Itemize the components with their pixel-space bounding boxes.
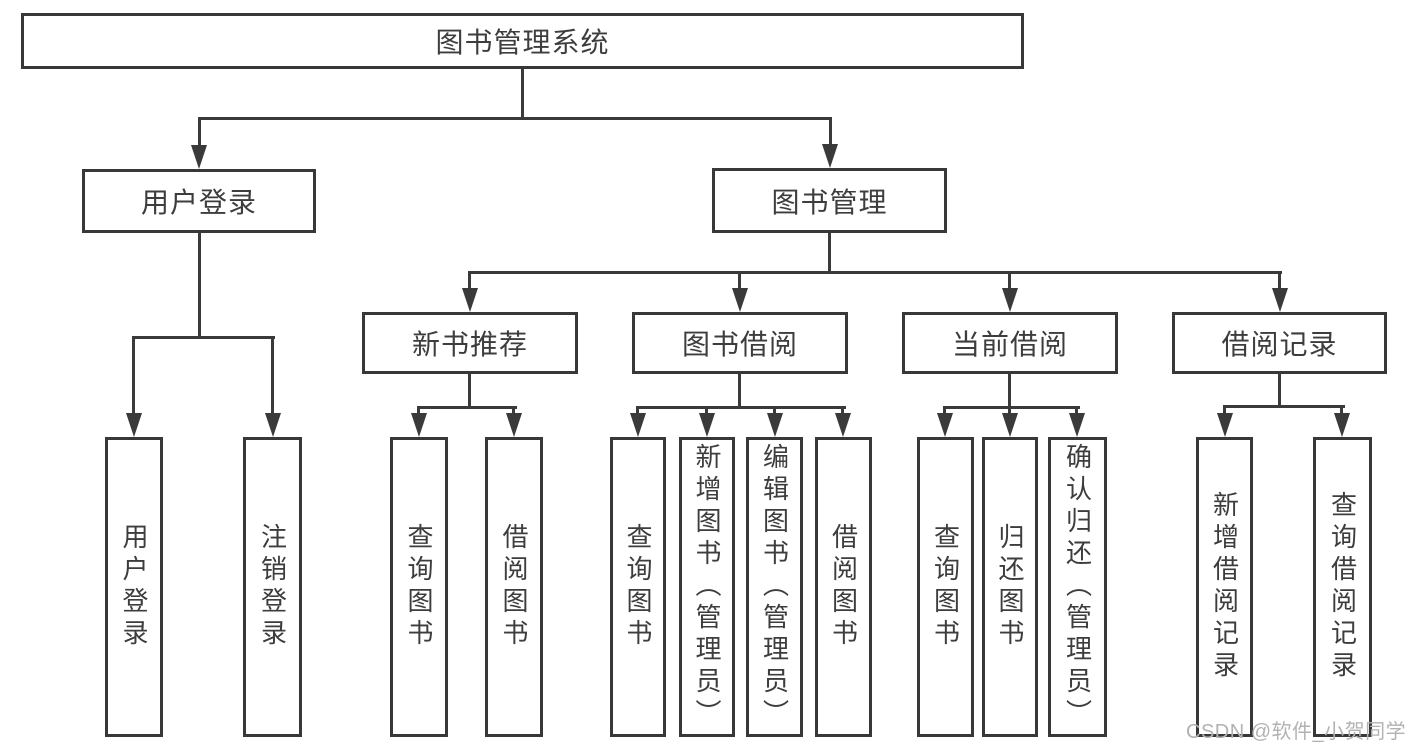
leaf-user-login-label: 用户登录 (119, 523, 149, 651)
node-book-borrow: 图书借阅 (632, 312, 848, 374)
connector-drop-user-login (198, 117, 201, 147)
node-borrow-records-label: 借阅记录 (1221, 329, 1338, 360)
leaf-cb-return-books: 归还图书 (982, 437, 1038, 737)
leaf-bb-query-books: 查询图书 (610, 437, 666, 737)
connector-drop-nb-query (417, 406, 420, 416)
connector-book-borrow-bar (636, 406, 846, 409)
leaf-logout: 注销登录 (243, 437, 302, 737)
node-user-login: 用户登录 (82, 169, 316, 233)
arrowhead-book-management (822, 144, 838, 168)
connector-root-stem (521, 69, 524, 118)
arrowhead-bb-add (699, 413, 715, 437)
connector-drop-bb-edit (773, 406, 776, 416)
connector-drop-leaf-logout (271, 336, 274, 415)
connector-root-bar (198, 117, 832, 120)
connector-borrow-records-bar (1223, 405, 1345, 408)
csdn-watermark: CSDN @软件_小贺同学 (1186, 721, 1405, 743)
connector-drop-cb-confirm (1075, 406, 1078, 416)
connector-book-borrow-stem (738, 374, 741, 409)
leaf-bb-add-books-admin: 新增图书（管理员） (679, 437, 735, 737)
node-book-management: 图书管理 (712, 168, 947, 233)
connector-drop-book-management (829, 117, 832, 147)
arrowhead-bb-borrow (835, 413, 851, 437)
leaf-bb-borrow-books-label: 借阅图书 (828, 523, 859, 651)
connector-borrow-records-stem (1278, 374, 1281, 408)
arrowhead-br-add (1217, 413, 1233, 437)
arrowhead-new-book (462, 288, 478, 312)
leaf-bb-edit-books-admin: 编辑图书（管理员） (746, 437, 803, 737)
leaf-br-query-record: 查询借阅记录 (1313, 437, 1372, 737)
connector-drop-cb-query (943, 406, 946, 416)
leaf-user-login: 用户登录 (105, 437, 163, 737)
leaf-nb-query-books-label: 查询图书 (404, 523, 434, 651)
leaf-logout-label: 注销登录 (257, 523, 288, 651)
node-new-book-recommend: 新书推荐 (362, 312, 578, 374)
node-user-login-label: 用户登录 (140, 187, 257, 218)
connector-drop-new-book (468, 271, 471, 290)
leaf-bb-edit-books-admin-label: 编辑图书（管理员） (759, 443, 790, 731)
arrowhead-book-borrow (732, 288, 748, 312)
connector-drop-leaf-user-login (132, 336, 135, 415)
connector-drop-current-borrow (1008, 271, 1011, 290)
arrowhead-borrow-records (1272, 288, 1288, 312)
node-library-system: 图书管理系统 (21, 13, 1024, 69)
connector-drop-bb-borrow (841, 406, 844, 416)
connector-book-management-stem (828, 233, 831, 274)
connector-drop-br-add (1223, 405, 1226, 415)
leaf-bb-query-books-label: 查询图书 (623, 523, 653, 651)
leaf-br-add-record-label: 新增借阅记录 (1209, 491, 1240, 683)
connector-new-book-stem (468, 374, 471, 409)
arrowhead-bb-edit (767, 413, 783, 437)
node-current-borrow-label: 当前借阅 (951, 329, 1068, 360)
connector-drop-nb-borrow (512, 406, 515, 416)
leaf-br-query-record-label: 查询借阅记录 (1327, 491, 1358, 683)
connector-book-management-bar (468, 271, 1282, 274)
leaf-cb-confirm-return-admin: 确认归还（管理员） (1048, 437, 1107, 737)
leaf-cb-return-books-label: 归还图书 (995, 523, 1025, 651)
node-book-management-label: 图书管理 (771, 186, 888, 218)
leaf-bb-add-books-admin-label: 新增图书（管理员） (692, 443, 722, 731)
leaf-br-add-record: 新增借阅记录 (1196, 437, 1253, 737)
arrowhead-user-login (191, 145, 207, 169)
connector-user-login-bar (132, 336, 275, 339)
arrowhead-leaf-logout (265, 413, 281, 437)
connector-user-login-stem (198, 232, 201, 339)
arrowhead-cb-confirm (1069, 413, 1085, 437)
node-borrow-records: 借阅记录 (1172, 312, 1387, 374)
leaf-nb-borrow-books-label: 借阅图书 (499, 523, 529, 651)
connector-drop-br-query (1340, 405, 1343, 415)
arrowhead-br-query (1334, 413, 1350, 437)
node-current-borrow: 当前借阅 (902, 312, 1118, 374)
connector-current-borrow-stem (1008, 374, 1011, 409)
arrowhead-cb-return (1002, 413, 1018, 437)
connector-drop-cb-return (1008, 406, 1011, 416)
arrowhead-current-borrow (1002, 288, 1018, 312)
connector-current-borrow-bar (943, 406, 1080, 409)
arrowhead-nb-borrow (506, 413, 522, 437)
node-library-system-label: 图书管理系统 (435, 27, 610, 58)
connector-drop-borrow-records (1278, 271, 1281, 290)
leaf-nb-query-books: 查询图书 (390, 437, 448, 737)
leaf-cb-confirm-return-admin-label: 确认归还（管理员） (1062, 443, 1093, 731)
arrowhead-bb-query (630, 413, 646, 437)
arrowhead-nb-query (411, 413, 427, 437)
connector-new-book-bar (417, 406, 517, 409)
leaf-nb-borrow-books: 借阅图书 (485, 437, 543, 737)
connector-drop-book-borrow (738, 271, 741, 290)
node-new-book-recommend-label: 新书推荐 (411, 329, 528, 360)
leaf-cb-query-books: 查询图书 (917, 437, 974, 737)
connector-drop-bb-query (636, 406, 639, 416)
arrowhead-leaf-user-login (126, 413, 142, 437)
arrowhead-cb-query (937, 413, 953, 437)
leaf-bb-borrow-books: 借阅图书 (815, 437, 872, 737)
leaf-cb-query-books-label: 查询图书 (930, 523, 961, 651)
connector-drop-bb-add (705, 406, 708, 416)
node-book-borrow-label: 图书借阅 (681, 329, 798, 360)
